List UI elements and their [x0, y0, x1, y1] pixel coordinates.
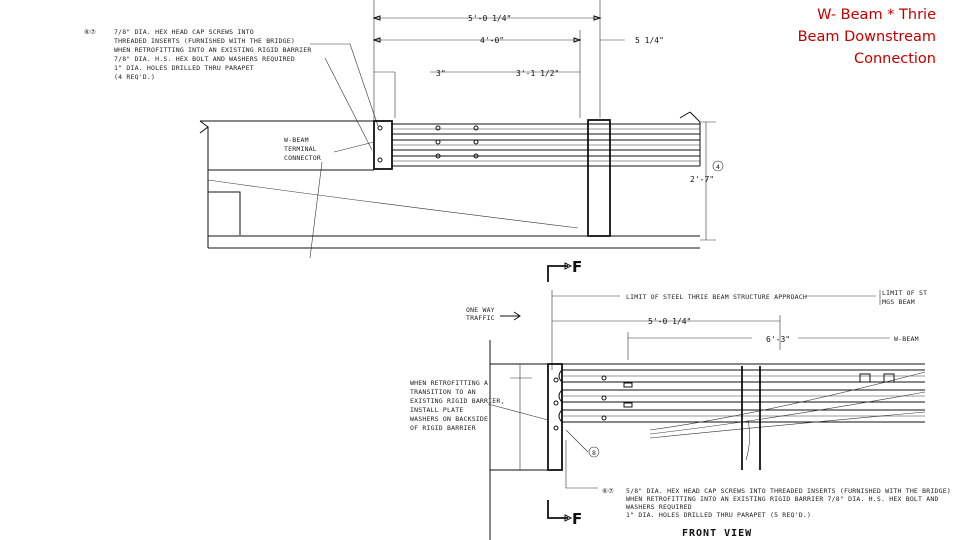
traffic-label: TRAFFIC [466, 314, 495, 322]
barrier-end-plate [547, 363, 563, 471]
section-letter-bottom: F [572, 510, 582, 528]
rail-end-break [679, 111, 701, 166]
dim-left: 3" [436, 69, 446, 78]
wbeam-right-label: W-BEAM [894, 335, 919, 343]
dim-overall: 5'-0 1/4" [468, 14, 511, 23]
retrofit-note: INSTALL PLATE [410, 406, 463, 414]
terminal-label: W-BEAM [284, 136, 309, 144]
limit-right-label: MGS BEAM [882, 298, 915, 306]
limit-right-label: LIMIT OF ST [882, 289, 927, 297]
callout-8-leader [565, 429, 589, 453]
slide-title: W- Beam * Thrie Beam Downstream Connecti… [797, 7, 936, 67]
top-note-callout: ⑥⑦ [84, 28, 96, 36]
retrofit-note: TRANSITION TO AN [410, 388, 476, 396]
section-letter-top: F [572, 258, 582, 276]
view-title: FRONT VIEW [682, 528, 752, 539]
barrier-details [510, 364, 532, 470]
terminal-connector [373, 120, 393, 170]
bottom-note-leader [565, 440, 598, 489]
top-note-line: 7/8" DIA. HEX HEAD CAP SCREWS INTO [114, 28, 254, 36]
retrofit-note: WASHERS ON BACKSIDE [410, 415, 488, 423]
section-arrow-bottom [564, 514, 573, 522]
section-arrow-top [564, 262, 573, 270]
front-dim-lines [552, 315, 890, 360]
dimension-arrows [372, 15, 602, 43]
dim-offset: 5 1/4" [635, 36, 664, 45]
section-marker-top [547, 265, 568, 282]
dim-middle: 4'-0" [480, 36, 504, 45]
retrofit-note: EXISTING RIGID BARRIER, [410, 397, 505, 405]
w-beam-rail [392, 123, 700, 167]
leader-line [310, 43, 379, 127]
bottom-note-line: WHEN RETROFITTING INTO AN EXISTING RIGID… [626, 495, 939, 503]
section-marker-bottom [547, 500, 568, 519]
top-note-line: THREADED INSERTS (FURNISHED WITH THE BRI… [114, 37, 295, 45]
front-post [741, 366, 761, 470]
dim-height: 2'-7" [690, 175, 714, 184]
front-view: F F ONE WAY TRAFFIC LIMIT OF STEEL THRIE… [410, 258, 951, 540]
limit-line [551, 290, 881, 370]
guardrail-post [587, 119, 611, 237]
top-note-line: 7/8" DIA. H.S. HEX BOLT AND WASHERS REQU… [114, 55, 295, 63]
bolt-holes [377, 125, 479, 163]
parapet-outline [199, 120, 374, 248]
bottom-note-line: 5/8" DIA. HEX HEAD CAP SCREWS INTO THREA… [626, 487, 951, 495]
height-callout: 4 [716, 163, 720, 171]
bottom-note-line: WASHERS REQUIRED [626, 503, 692, 511]
traffic-arrow [500, 311, 521, 321]
callout-8-circle [588, 446, 600, 458]
terminal-leader [309, 141, 375, 259]
retrofit-note: OF RIGID BARRIER [410, 424, 476, 432]
dimension-lines [374, 17, 625, 118]
traffic-label: ONE WAY [466, 306, 495, 314]
retrofit-note: WHEN RETROFITTING A [410, 379, 488, 387]
terminal-label: CONNECTOR [284, 154, 321, 162]
bottom-note-callout: ⑥⑦ [602, 487, 614, 495]
front-dim-a: 5'-0 1/4" [648, 317, 691, 326]
grade-lines [208, 235, 700, 249]
limit-thrie-label: LIMIT OF STEEL THRIE BEAM STRUCTURE APPR… [626, 293, 807, 301]
retrofit-leader [487, 403, 549, 421]
bottom-note-line: 1" DIA. HOLES DRILLED THRU PARAPET (5 RE… [626, 511, 811, 519]
parapet-base [208, 191, 241, 235]
dim-right: 3'-1 1/2" [516, 69, 559, 78]
leader-line [324, 57, 373, 151]
callout-8: 8 [592, 449, 596, 457]
top-note-line: WHEN RETROFITTING INTO AN EXISTING RIGID… [114, 46, 311, 54]
height-callout-circle [712, 160, 724, 172]
top-note-line: (4 REQ'D.) [114, 73, 155, 81]
w-beam-corrugation [392, 128, 700, 162]
top-view: ⑥⑦ 7/8" DIA. HEX HEAD CAP SCREWS INTO TH… [84, 0, 724, 259]
terminal-label: TERMINAL [284, 145, 317, 153]
front-dim-b: 6'-3" [766, 335, 790, 344]
extension-lines [373, 0, 601, 120]
post-grain [745, 419, 750, 461]
height-dim-line [700, 121, 716, 241]
front-bolts [553, 373, 895, 431]
parapet-slope [207, 179, 579, 229]
top-note-line: 1" DIA. HOLES DRILLED THRU PARAPET [114, 64, 254, 72]
